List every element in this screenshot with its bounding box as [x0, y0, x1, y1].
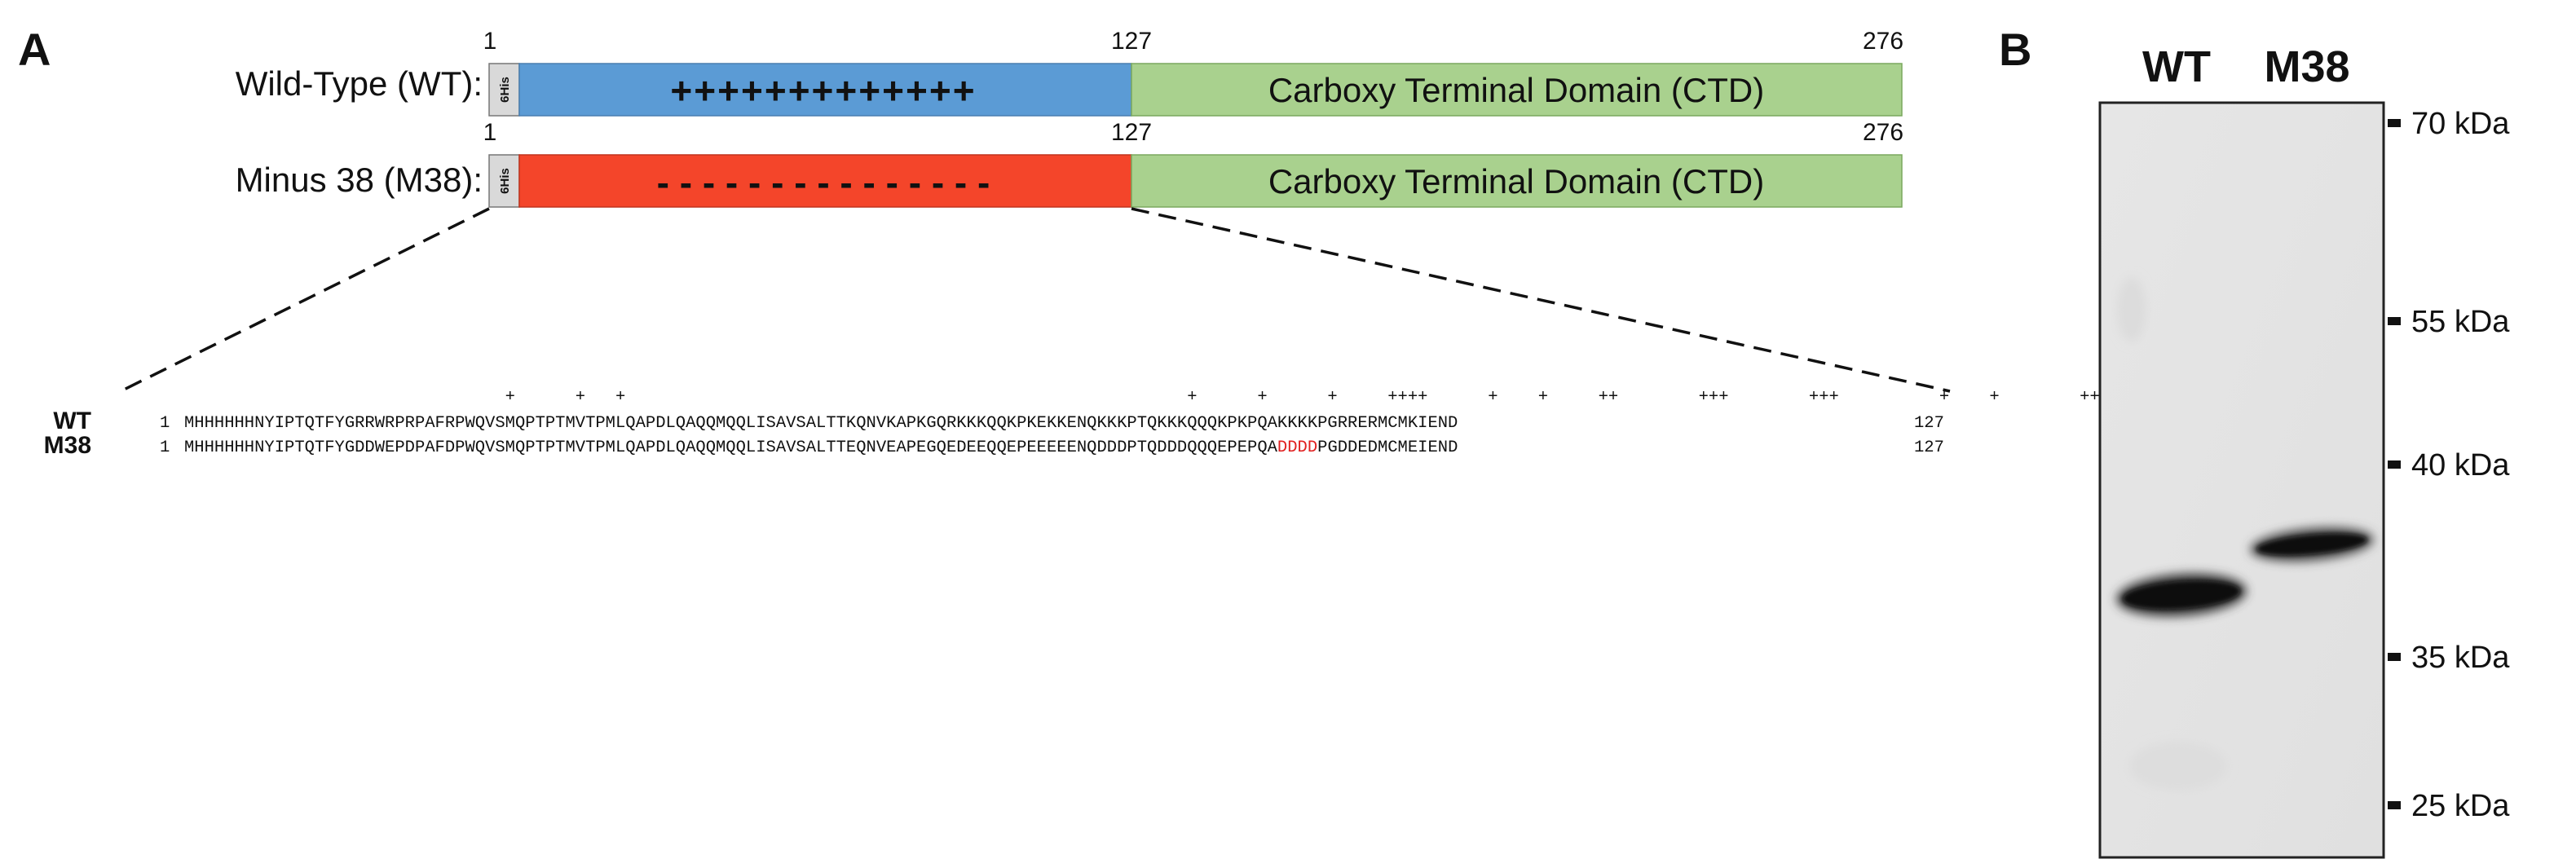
m38-row-label: M38	[44, 432, 91, 459]
wt-ctd	[1131, 63, 1903, 117]
gel-smudge	[2129, 742, 2227, 791]
marker-tick	[2388, 317, 2401, 325]
m38-seq-start: 1	[160, 438, 170, 457]
gel-image	[2098, 101, 2385, 859]
m38-construct: Minus 38 (M38): 1 127 276 6His - - - - -…	[236, 119, 1903, 208]
m38-seq-highlight: DDDD	[1277, 438, 1317, 457]
wt-positive-domain	[518, 63, 1132, 117]
zoom-line-left	[120, 207, 490, 393]
panel-b-label: B	[1999, 24, 2031, 75]
m38-ctd	[1131, 154, 1903, 208]
m38-seq-prefix: MHHHHHHNYIPTQTFYGDDWEPDPAFDPWQVSMQPTPTMV…	[184, 438, 1278, 457]
wt-pos-end: 276	[1863, 28, 1903, 55]
wt-pos-start: 1	[483, 28, 497, 55]
marker-tick	[2388, 119, 2401, 127]
lane-label-wt: WT	[2142, 42, 2211, 91]
marker-55-label: 55 kDa	[2411, 305, 2510, 339]
m38-negative-domain	[518, 154, 1132, 208]
marker-tick	[2388, 653, 2401, 661]
m38-pos-start: 1	[483, 119, 497, 146]
sequence-alignment: + + + + + + ++++ + + ++ +++ +++ + + ++++…	[44, 388, 2340, 459]
m38-pos-127: 127	[1111, 119, 1152, 146]
wt-seq-start: 1	[160, 414, 170, 433]
wt-construct-name: Wild-Type (WT):	[236, 64, 483, 103]
m38-6his-text: 6His	[498, 168, 512, 194]
m38-protein-band	[2256, 533, 2367, 556]
wt-seq-end: 127	[1914, 414, 1944, 433]
zoom-line-right	[1131, 207, 1951, 393]
m38-charge-symbols: - - - - - - - - - - - - - - -	[657, 161, 990, 204]
marker-ladder: 70 kDa 55 kDa 40 kDa 35 kDa 25 kDa	[2388, 107, 2510, 823]
wt-sequence: MHHHHHHNYIPTQTFYGRRWRPRPAFRPWQVSMQPTPTMV…	[184, 414, 1458, 433]
m38-ctd-label: Carboxy Terminal Domain (CTD)	[1268, 162, 1764, 200]
wt-6his-text: 6His	[498, 77, 512, 103]
m38-construct-name: Minus 38 (M38):	[236, 161, 483, 199]
marker-35-label: 35 kDa	[2411, 641, 2510, 675]
m38-pos-end: 276	[1863, 119, 1903, 146]
wt-ctd-label: Carboxy Terminal Domain (CTD)	[1268, 71, 1764, 109]
marker-tick	[2388, 460, 2401, 469]
marker-tick	[2388, 801, 2401, 809]
wt-row-label: WT	[53, 408, 91, 434]
wt-charge-symbols: +++++++++++++	[670, 69, 976, 112]
marker-25-label: 25 kDa	[2411, 789, 2510, 823]
panel-a-label: A	[18, 24, 51, 75]
gel-membrane	[2098, 101, 2385, 859]
wt-pos-127: 127	[1111, 28, 1152, 55]
marker-70-label: 70 kDa	[2411, 107, 2510, 141]
wt-construct: Wild-Type (WT): 1 127 276 6His +++++++++…	[236, 28, 1903, 117]
lane-label-m38: M38	[2264, 42, 2349, 91]
wt-6his-tag	[488, 63, 520, 117]
m38-seq-suffix: PGDDEDMCMEIEND	[1317, 438, 1458, 457]
m38-seq-end: 127	[1914, 438, 1944, 457]
marker-40-label: 40 kDa	[2411, 448, 2510, 482]
m38-sequence: MHHHHHHNYIPTQTFYGDDWEPDPAFDPWQVSMQPTPTMV…	[184, 438, 1458, 457]
gel-smudge	[2117, 277, 2146, 342]
wt-protein-band	[2123, 580, 2240, 610]
charge-marks-row: + + + + + + ++++ + + ++ +++ +++ + + ++++…	[184, 388, 2340, 407]
